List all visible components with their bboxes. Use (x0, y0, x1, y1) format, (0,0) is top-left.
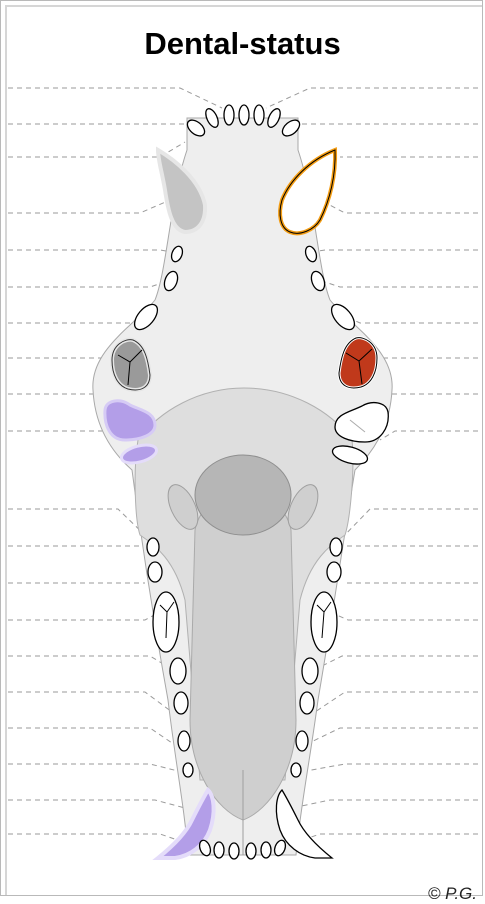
leader-line (320, 200, 478, 213)
lower-molar (302, 658, 318, 684)
leader-line (8, 88, 222, 108)
lower-incisor (229, 843, 239, 859)
upper-incisor (254, 105, 264, 125)
leader-line (380, 431, 478, 440)
nasopharynx (195, 455, 291, 535)
leader-line (8, 316, 145, 323)
upper-incisor (224, 105, 234, 125)
lower-molar (183, 763, 193, 777)
leader-line (300, 764, 478, 772)
leader-line (8, 612, 160, 620)
leader-line (318, 656, 478, 668)
leader-line (325, 282, 478, 287)
lower-molar (296, 731, 308, 751)
leader-line (315, 692, 478, 712)
leader-line (305, 728, 478, 745)
leader-line (8, 122, 200, 124)
lower-left-carnassial (153, 592, 179, 652)
lower-premolar (330, 538, 342, 556)
leader-line (8, 728, 175, 745)
lower-right-carnassial (311, 592, 337, 652)
leader-line (345, 316, 478, 323)
leader-line (340, 509, 478, 540)
leader-line (8, 834, 195, 846)
lower-premolar (147, 538, 159, 556)
copyright-credit: © P.G. (428, 884, 477, 904)
leader-line (312, 250, 478, 252)
leader-line (8, 764, 182, 772)
leader-line (8, 800, 185, 808)
lower-premolar (148, 562, 162, 582)
upper-incisor (239, 105, 249, 125)
leader-line (8, 692, 172, 712)
lower-incisor (261, 842, 271, 858)
leader-line (8, 509, 150, 540)
lower-premolar (327, 562, 341, 582)
lower-molar (170, 658, 186, 684)
leader-line (266, 88, 478, 108)
lower-molar (178, 731, 190, 751)
leader-line (8, 656, 170, 668)
leader-line (330, 612, 478, 620)
lower-incisor (214, 842, 224, 858)
leader-line (8, 282, 165, 287)
lower-molar (174, 692, 188, 714)
leader-line (8, 250, 172, 252)
lower-molar (291, 763, 301, 777)
leader-line (8, 200, 170, 213)
lower-molar (300, 692, 314, 714)
leader-line (292, 800, 478, 808)
lower-incisor (246, 843, 256, 859)
